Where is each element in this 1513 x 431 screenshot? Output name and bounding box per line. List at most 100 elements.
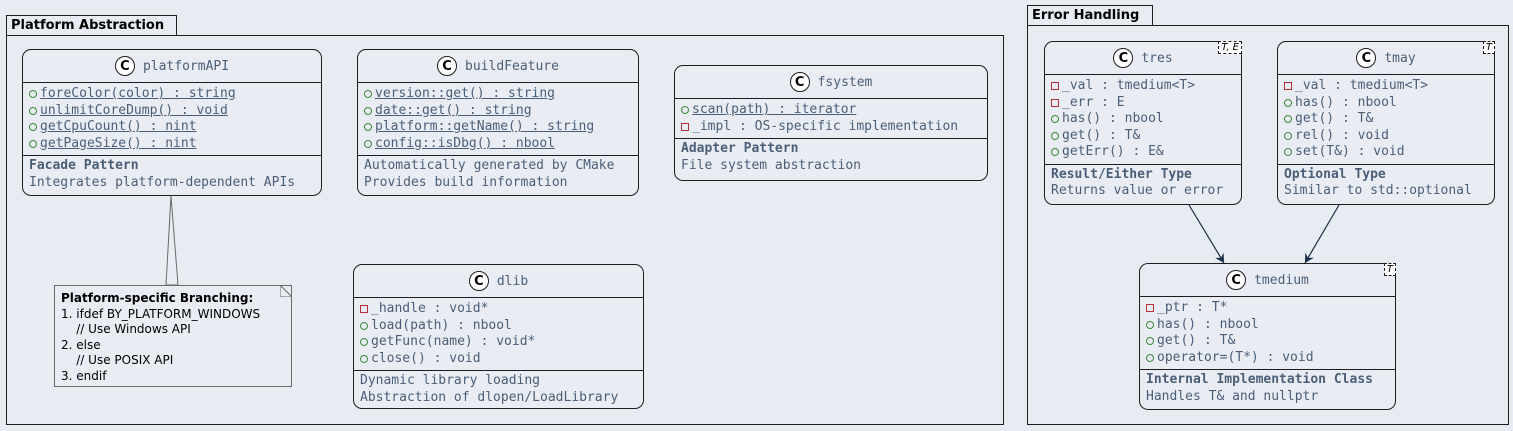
description-text: Provides build information — [364, 174, 568, 190]
public-icon — [29, 106, 37, 115]
member-row: getPageSize() : nint — [29, 136, 321, 153]
member-text: has() : nbool — [1062, 111, 1164, 126]
note-line: // Use Windows API — [61, 322, 191, 336]
description-text: Dynamic library loading — [360, 373, 541, 388]
note-line: 1. ifdef BY_PLATFORM_WINDOWS — [61, 306, 261, 321]
public-icon — [1284, 98, 1292, 107]
class-c-icon: C — [1226, 270, 1247, 290]
private-icon — [681, 122, 689, 131]
package-tab-error: Error Handling — [1027, 5, 1153, 26]
member-text: _val : tmedium<T> — [1062, 78, 1196, 93]
note-line: // Use POSIX API — [61, 353, 174, 367]
member-row: scan(path) : iterator — [681, 102, 987, 119]
class-description: Internal Implementation Class Handles T&… — [1140, 370, 1395, 408]
description-text: Returns value or error — [1051, 183, 1224, 198]
note-line: 2. else — [61, 337, 101, 352]
class-members: version::get() : string date::get() : st… — [358, 83, 638, 156]
package-tab-platform: Platform Abstraction — [6, 15, 177, 36]
member-row: get() : T& — [1051, 128, 1241, 145]
class-tmay[interactable]: T C tmay _val : tmedium<T> has() : nbool… — [1277, 41, 1495, 205]
public-icon — [1284, 131, 1292, 140]
member-row: has() : nbool — [1146, 317, 1395, 334]
member-row: foreColor(color) : string — [29, 86, 321, 103]
member-row: getErr() : E& — [1051, 144, 1241, 161]
class-members: foreColor(color) : string unlimitCoreDum… — [23, 83, 321, 156]
member-row: has() : nbool — [1051, 111, 1241, 128]
public-icon — [364, 139, 372, 148]
member-text: rel() : void — [1295, 127, 1389, 143]
private-icon — [1051, 98, 1059, 107]
member-row: unlimitCoreDump() : void — [29, 103, 321, 120]
member-row: get() : T& — [1284, 111, 1494, 128]
class-header: C buildFeature — [358, 50, 638, 83]
public-icon — [1051, 131, 1059, 140]
class-name: platformAPI — [142, 58, 230, 74]
member-text: get() : T& — [1062, 127, 1141, 143]
member-text: get() : T& — [1157, 333, 1236, 348]
private-icon — [360, 305, 368, 314]
member-text: has() : nbool — [1157, 316, 1259, 332]
member-text: version::get() : string — [375, 86, 556, 101]
member-text: has() : nbool — [1295, 94, 1397, 110]
description-text: Handles T& and nullptr — [1146, 388, 1319, 404]
class-buildFeature[interactable]: C buildFeature version::get() : string d… — [357, 49, 639, 196]
member-text: _val : tmedium<T> — [1295, 78, 1429, 93]
class-tmedium[interactable]: T C tmedium _ptr : T* has() : nbool get(… — [1139, 263, 1396, 410]
member-row: config::isDbg() : nbool — [364, 136, 638, 153]
member-text: getFunc(name) : void* — [371, 334, 536, 349]
public-icon — [1146, 320, 1154, 329]
member-text: close() : void — [371, 350, 481, 366]
member-text: set(T&) : void — [1295, 144, 1405, 159]
class-description: Optional Type Similar to std::optional — [1278, 165, 1494, 203]
description-title: Adapter Pattern — [681, 141, 799, 156]
class-platformAPI[interactable]: C platformAPI foreColor(color) : string … — [22, 49, 322, 196]
class-fsystem[interactable]: C fsystem scan(path) : iterator _impl : … — [674, 65, 988, 181]
tmay-to-tmedium-arrow — [1304, 204, 1340, 264]
description-title: Result/Either Type — [1051, 166, 1192, 182]
class-tres[interactable]: T, E C tres _val : tmedium<T> _err : E h… — [1044, 41, 1242, 205]
member-row: getFunc(name) : void* — [360, 334, 643, 351]
member-row: has() : nbool — [1284, 95, 1494, 112]
description-text: Similar to std::optional — [1284, 183, 1472, 198]
member-row: set(T&) : void — [1284, 144, 1494, 161]
class-header: C tres — [1045, 42, 1241, 75]
member-text: platform::getName() : string — [375, 119, 595, 134]
member-text: get() : T& — [1295, 111, 1374, 126]
package-title: Platform Abstraction — [11, 18, 165, 33]
member-text: getCpuCount() : nint — [40, 119, 197, 134]
member-text: load(path) : nbool — [371, 317, 512, 333]
member-text: _impl : OS-specific implementation — [692, 118, 959, 134]
class-description: Facade Pattern Integrates platform-depen… — [23, 156, 321, 194]
class-name: tmedium — [1254, 272, 1309, 288]
public-icon — [681, 106, 689, 115]
member-row: date::get() : string — [364, 103, 638, 120]
member-text: operator=(T*) : void — [1157, 349, 1314, 365]
public-icon — [1284, 115, 1292, 124]
class-c-icon: C — [789, 72, 810, 92]
public-icon — [1284, 148, 1292, 157]
member-row: load(path) : nbool — [360, 318, 643, 335]
public-icon — [29, 90, 37, 99]
public-icon — [1146, 353, 1154, 362]
private-icon — [1284, 82, 1292, 91]
member-row: _impl : OS-specific implementation — [681, 119, 987, 136]
class-c-icon: C — [1113, 48, 1134, 68]
member-row: operator=(T*) : void — [1146, 350, 1395, 367]
class-name: tres — [1141, 50, 1173, 66]
description-text: File system abstraction — [681, 157, 862, 173]
member-row: _val : tmedium<T> — [1284, 78, 1494, 95]
class-header: C fsystem — [675, 66, 987, 99]
class-members: scan(path) : iterator _impl : OS-specifi… — [675, 99, 987, 139]
member-row: _val : tmedium<T> — [1051, 78, 1241, 95]
class-header: C dlib — [354, 265, 643, 298]
member-row: version::get() : string — [364, 86, 638, 103]
description-text: Integrates platform-dependent APIs — [29, 174, 296, 190]
member-text: scan(path) : iterator — [692, 102, 857, 117]
class-dlib[interactable]: C dlib _handle : void* load(path) : nboo… — [353, 264, 644, 409]
member-row: _ptr : T* — [1146, 300, 1395, 317]
member-row: _handle : void* — [360, 301, 643, 318]
public-icon — [1051, 148, 1059, 157]
note-link — [165, 195, 179, 286]
package-title: Error Handling — [1032, 8, 1140, 23]
class-header: C tmay — [1278, 42, 1494, 75]
